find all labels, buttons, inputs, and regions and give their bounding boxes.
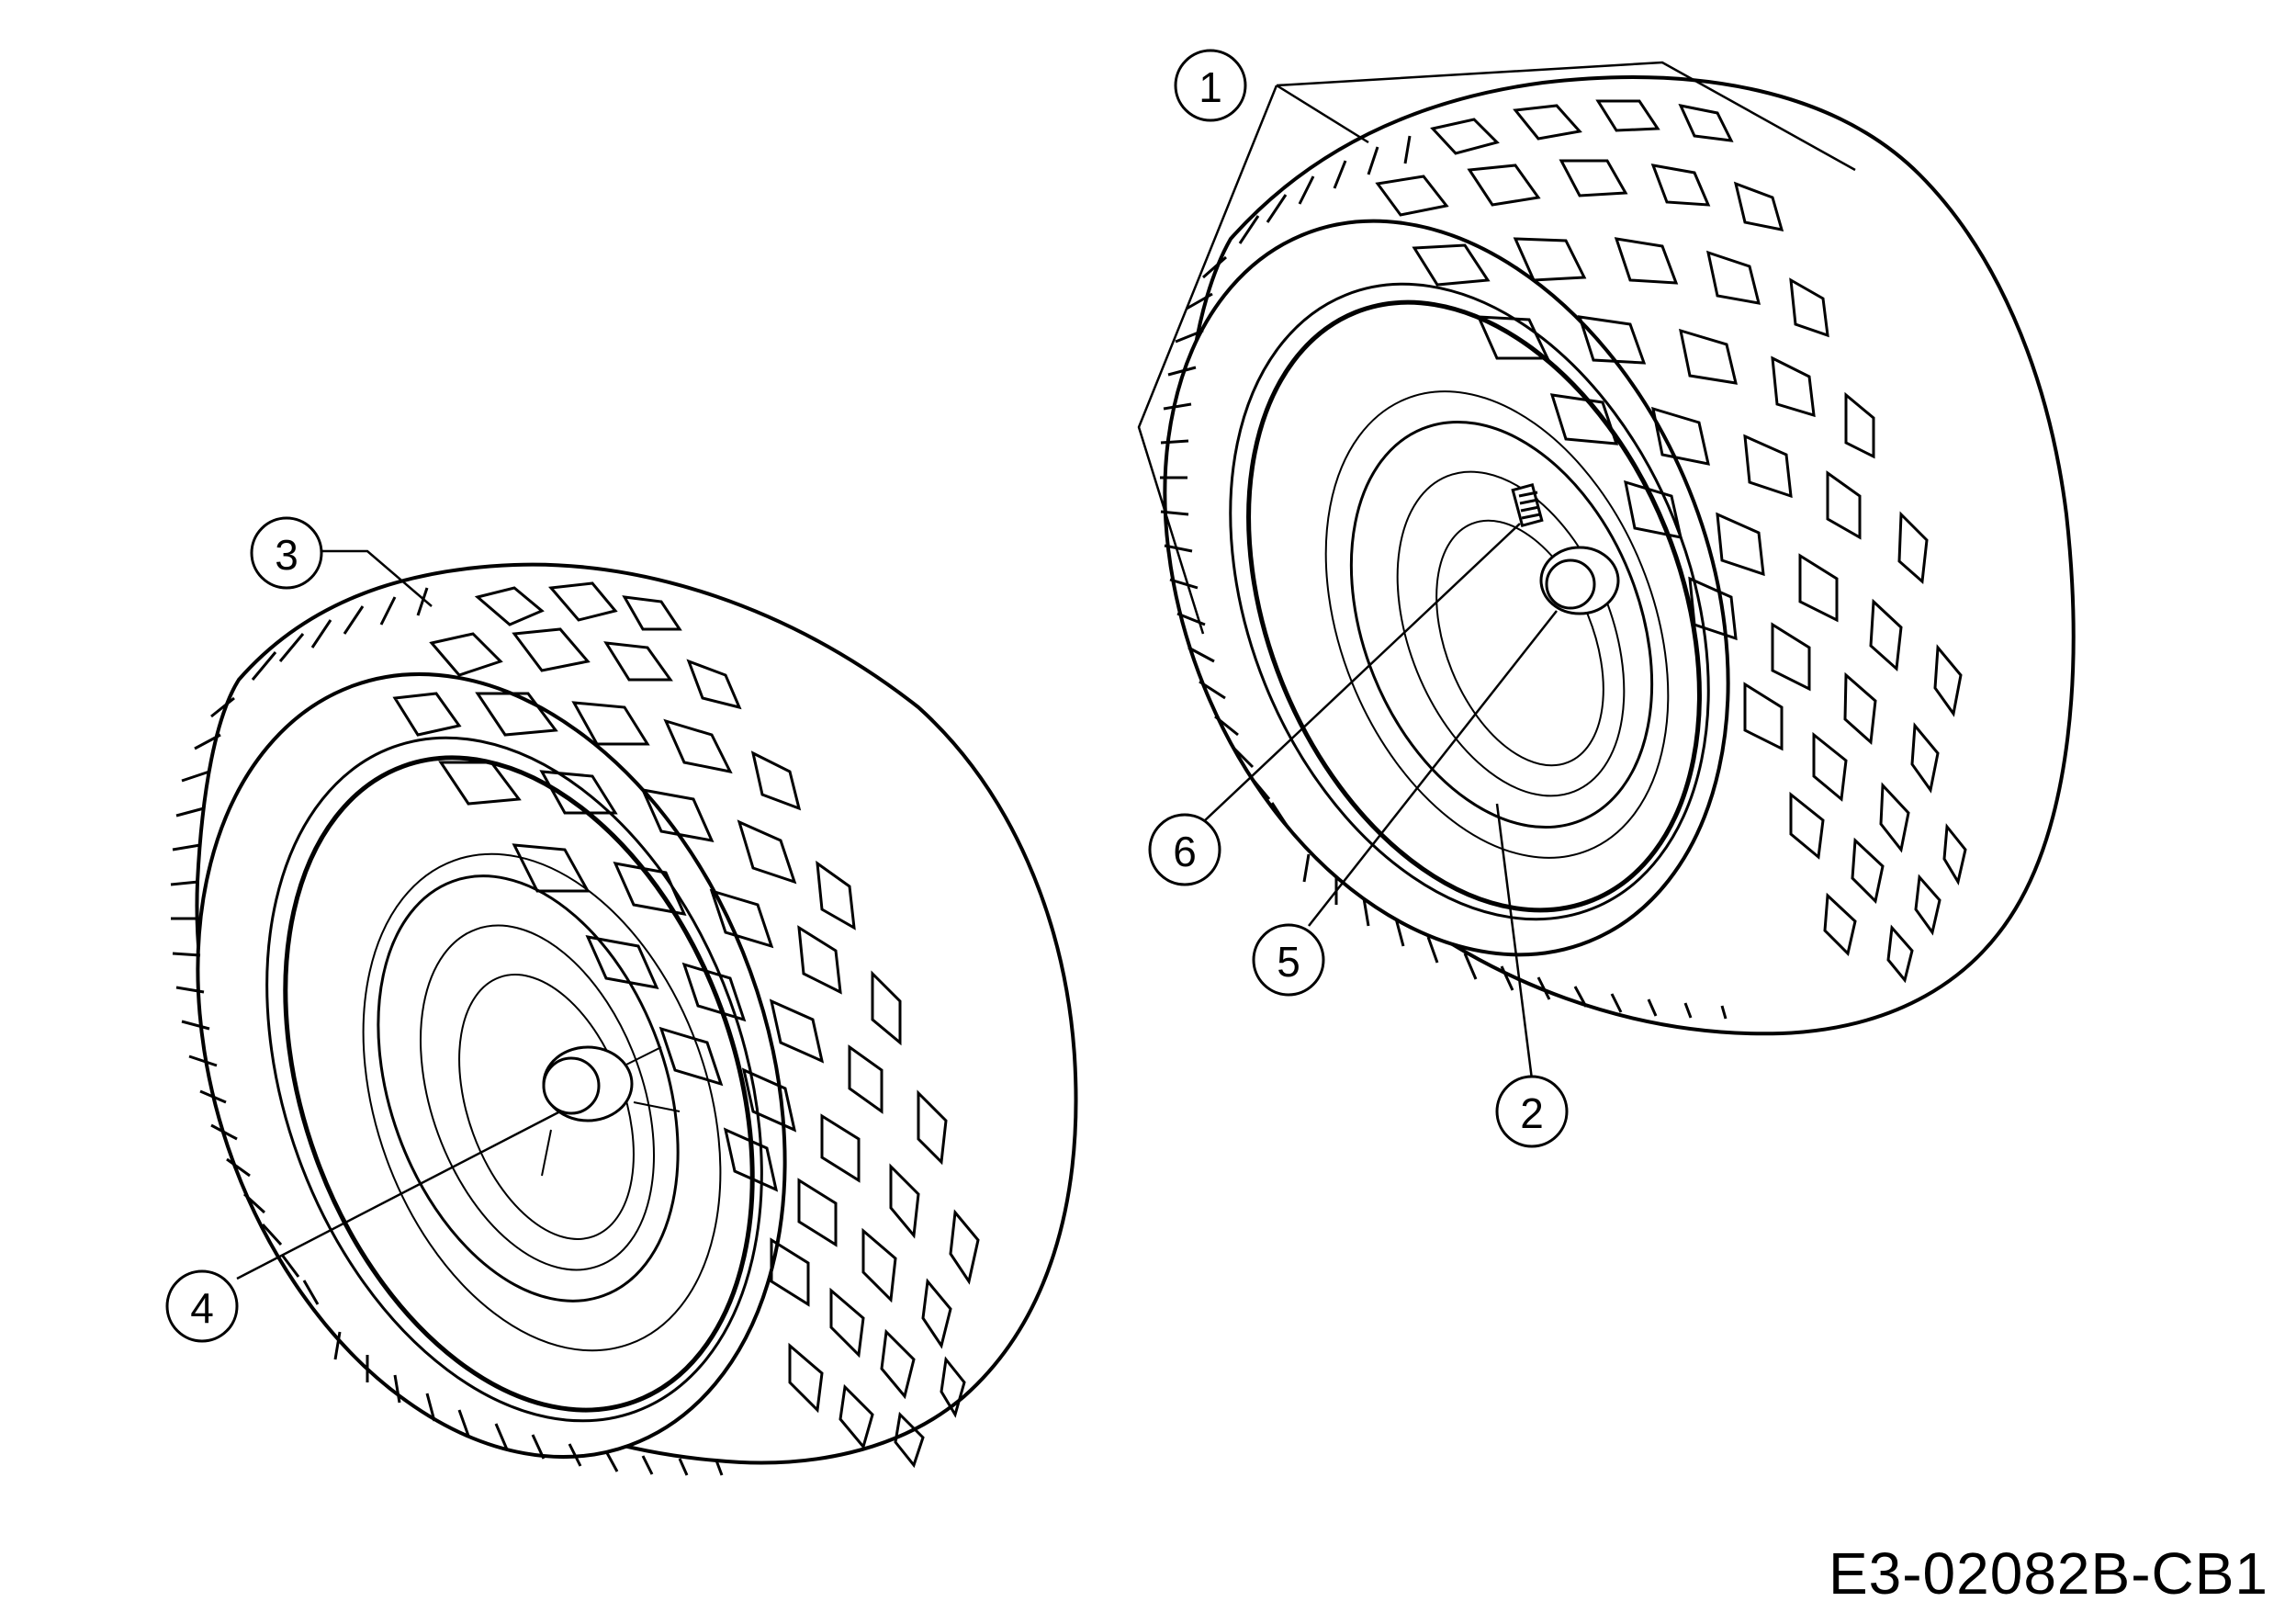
callout-2-label: 2 — [1520, 1089, 1544, 1137]
left-wheel-hub-dish-inner — [420, 924, 655, 1271]
leader-5 — [1308, 610, 1558, 927]
left-wheel — [170, 562, 1078, 1476]
callout-5-label: 5 — [1277, 938, 1300, 986]
left-wheel-rim-ring-3 — [362, 852, 722, 1352]
leader-1a — [1276, 84, 1369, 144]
left-wheel-hub-dish — [377, 874, 680, 1303]
leader-lines — [236, 61, 1856, 1280]
callout-5: 5 — [1252, 923, 1325, 997]
callout-2: 2 — [1495, 1075, 1569, 1148]
left-wheel-bushing-inner — [542, 1056, 601, 1115]
callout-4: 4 — [165, 1269, 239, 1343]
left-wheel-rim-ring-2 — [283, 755, 755, 1413]
left-wheel-hub-spokes — [541, 1046, 681, 1177]
drawing-code: E3-02082B-CB1 — [1828, 1540, 2268, 1607]
callout-3: 3 — [250, 516, 323, 590]
left-wheel-sidewall-outer — [196, 671, 787, 1460]
callout-6: 6 — [1148, 813, 1221, 886]
right-wheel-hub-dish — [1349, 420, 1654, 829]
callout-3-label: 3 — [275, 531, 298, 579]
leader-2 — [1495, 803, 1534, 1080]
right-wheel-hub-dish-inner2 — [1435, 519, 1604, 767]
leader-6 — [1202, 523, 1521, 823]
callout-1-label: 1 — [1199, 63, 1222, 111]
right-wheel-rim-ring-1 — [1229, 282, 1710, 921]
callout-1: 1 — [1174, 49, 1247, 122]
callout-4-label: 4 — [190, 1284, 214, 1332]
leader-1b — [1276, 61, 1856, 172]
leader-1c — [1137, 85, 1278, 635]
right-wheel — [1160, 75, 2076, 1036]
left-wheel-sidewall-lugs — [170, 587, 724, 1476]
leader-4 — [236, 1110, 561, 1280]
callout-6-label: 6 — [1173, 828, 1197, 875]
left-wheel-tread-blocks — [392, 581, 980, 1469]
right-wheel-rim-ring-2 — [1246, 299, 1702, 913]
right-wheel-bushing-inner — [1545, 558, 1596, 610]
left-wheel-rim-ring-1 — [265, 736, 763, 1423]
leader-3 — [321, 549, 433, 607]
right-wheel-tread-blocks — [1375, 99, 1967, 984]
right-wheel-valve-stem — [1511, 482, 1544, 528]
